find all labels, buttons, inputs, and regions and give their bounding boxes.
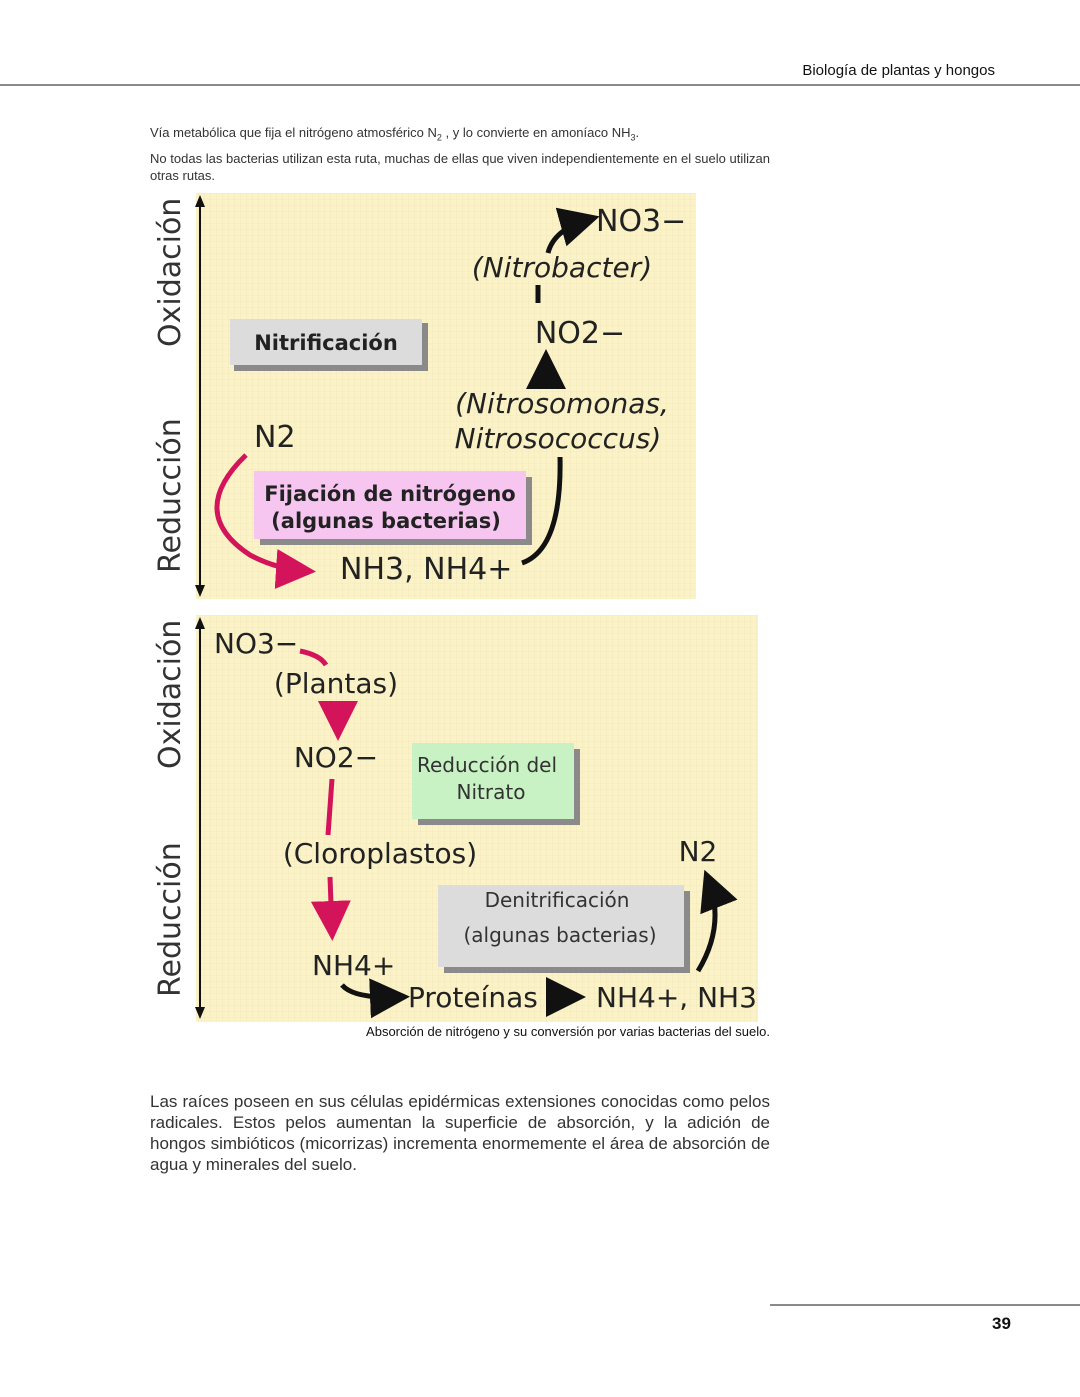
arrow-to-n2 bbox=[695, 869, 738, 973]
reduccion-box bbox=[412, 743, 574, 819]
nitrificacion-label: Nitrificación bbox=[254, 331, 398, 355]
axis-arrow-up-icon bbox=[195, 617, 205, 629]
figure-caption: Absorción de nitrógeno y su conversión p… bbox=[366, 1024, 770, 1039]
denitrificacion-line-2: (algunas bacterias) bbox=[463, 923, 656, 947]
intro-line-2: No todas las bacterias utilizan esta rut… bbox=[150, 151, 770, 183]
denitrificacion-box bbox=[438, 885, 684, 967]
nh4-label: NH4+ bbox=[312, 949, 395, 982]
page-number: 39 bbox=[992, 1314, 1011, 1333]
no2-label: NO2− bbox=[535, 316, 625, 351]
axis-label-reduction: Reducción bbox=[153, 842, 188, 997]
proteinas-label: Proteínas bbox=[408, 981, 538, 1014]
axis-label-oxidation: Oxidación bbox=[153, 620, 188, 769]
axis-arrow-down-icon bbox=[195, 585, 205, 597]
no3-label: NO3− bbox=[596, 204, 686, 239]
fijacion-line-2: (algunas bacterias) bbox=[271, 509, 501, 533]
reduccion-line-1: Reducción del bbox=[417, 753, 557, 777]
no2-label: NO2− bbox=[294, 741, 378, 774]
axis-arrow-down-icon bbox=[195, 1007, 205, 1019]
nitrosococcus-label: Nitrosococcus) bbox=[455, 422, 662, 455]
reduccion-line-2: Nitrato bbox=[457, 780, 526, 804]
cloroplastos-label: (Cloroplastos) bbox=[283, 837, 477, 870]
intro-sub-nh3: 3 bbox=[630, 132, 636, 143]
intro-text-a: Vía metabólica que fija el nitrógeno atm… bbox=[150, 125, 437, 140]
axis-label-reduction: Reducción bbox=[153, 418, 188, 573]
arrow-to-proteinas bbox=[340, 978, 410, 1019]
fijacion-box bbox=[254, 471, 526, 539]
nitrate-reduction-diagram: Oxidación Reducción NO3− (Plantas) NO2− … bbox=[150, 615, 758, 1022]
arrow-to-nh4 bbox=[310, 876, 351, 941]
header-title: Biología de plantas y hongos bbox=[802, 62, 995, 79]
header-divider bbox=[0, 84, 1080, 86]
intro-sub-n2: 2 bbox=[436, 132, 442, 143]
n2-label: N2 bbox=[679, 835, 718, 868]
arrow-nh-to-nitrosomonas bbox=[521, 456, 563, 566]
nitrobacter-label: (Nitrobacter) bbox=[472, 251, 652, 284]
n2-label: N2 bbox=[254, 420, 296, 455]
axis-arrow-up-icon bbox=[195, 195, 205, 207]
fixation-arrow bbox=[214, 453, 316, 589]
no2-to-cloroplastos-line bbox=[325, 778, 335, 836]
nh4-nh3-label: NH4+, NH3 bbox=[596, 981, 757, 1014]
intro-line-1: Vía metabólica que fija el nitrógeno atm… bbox=[150, 124, 770, 147]
nitrosomonas-label: (Nitrosomonas, bbox=[455, 387, 669, 420]
no3-label: NO3− bbox=[214, 627, 298, 660]
plantas-label: (Plantas) bbox=[274, 667, 398, 700]
arrow-to-no3 bbox=[545, 207, 600, 254]
no3-to-plantas-arrow bbox=[299, 648, 329, 667]
intro-text-b: , y lo convierte en amoníaco NH bbox=[441, 125, 631, 140]
nitrification-diagram: Oxidación Reducción Nitrificación NO3− (… bbox=[150, 193, 696, 599]
axis-label-oxidation: Oxidación bbox=[153, 198, 188, 347]
fijacion-line-1: Fijación de nitrógeno bbox=[264, 482, 515, 506]
denitrificacion-line-1: Denitrificación bbox=[485, 888, 630, 912]
intro-text-c: . bbox=[635, 125, 640, 140]
nh3-nh4-label: NH3, NH4+ bbox=[340, 552, 512, 587]
nitrificacion-box bbox=[230, 319, 422, 365]
footer-divider bbox=[770, 1304, 1080, 1306]
body-paragraph: Las raíces poseen en sus células epidérm… bbox=[150, 1092, 770, 1174]
